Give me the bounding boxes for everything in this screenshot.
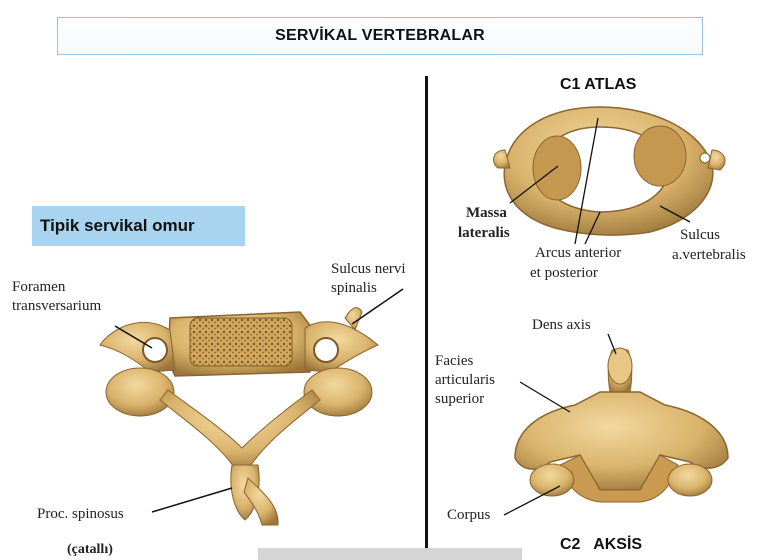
label-corpus: Corpus <box>447 506 490 525</box>
label-sulcus-vertebralis-line1: Sulcus <box>680 226 720 245</box>
label-foramen-line2: transversarium <box>12 297 101 316</box>
label-arcus-line2: et posterior <box>530 264 598 283</box>
label-arcus-line1: Arcus anterior <box>535 244 621 263</box>
label-proc-spinosus: Proc. spinosus <box>37 505 124 524</box>
label-facies-line3: superior <box>435 390 484 409</box>
axis-illustration <box>504 334 728 515</box>
label-facies-line2: articularis <box>435 371 495 390</box>
label-sulcus-nervi-line2: spinalis <box>331 279 377 298</box>
typical-vertebra-illustration <box>100 289 403 525</box>
atlas-illustration <box>494 107 726 244</box>
label-massa-line2: lateralis <box>458 224 510 243</box>
footer-bar <box>258 548 522 560</box>
label-foramen-line1: Foramen <box>12 278 65 297</box>
label-sulcus-vertebralis-line2: a.vertebralis <box>672 246 746 265</box>
label-sulcus-nervi-line1: Sulcus nervi <box>331 260 406 279</box>
label-massa-line1: Massa <box>466 204 507 223</box>
label-catalli: (çatallı) <box>67 540 113 559</box>
label-facies-line1: Facies <box>435 352 473 371</box>
label-dens-axis: Dens axis <box>532 316 591 335</box>
